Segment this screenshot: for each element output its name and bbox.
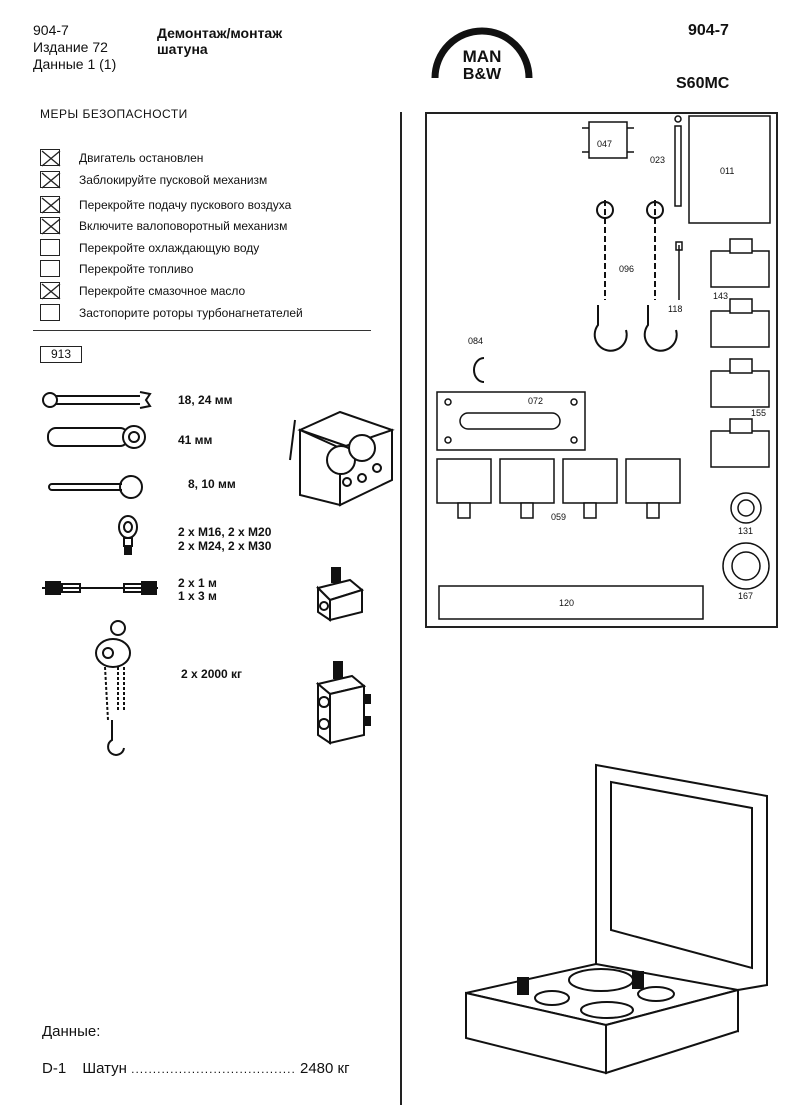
tool-case-icon	[465, 763, 768, 1075]
wrench-size: 18, 24 мм	[178, 393, 233, 407]
title-line2: шатуна	[157, 41, 208, 57]
tommy-bar-icon	[48, 475, 143, 499]
check-x-icon	[41, 283, 61, 300]
chain-hoist-icon	[95, 620, 131, 756]
safety-checkbox[interactable]	[40, 217, 61, 235]
code-155: 155	[751, 408, 767, 418]
safety-checkbox[interactable]	[40, 239, 60, 256]
safety-checkbox[interactable]	[40, 304, 60, 321]
hose-icon	[42, 581, 158, 595]
item-value: 2480 кг	[299, 1060, 350, 1077]
part-120-icon	[438, 585, 704, 620]
distributor-block-icon	[316, 567, 365, 622]
code-167: 167	[738, 591, 754, 601]
item-name: Шатун	[82, 1060, 127, 1077]
safety-title: МЕРЫ БЕЗОПАСНОСТИ	[40, 107, 188, 121]
check-x-icon	[41, 150, 61, 167]
doc-number: 904-7	[33, 22, 69, 38]
hose-length-2: 1 x 3 м	[178, 589, 217, 603]
safety-item-label: Застопорите роторы турбонагнетателей	[79, 306, 303, 320]
code-131: 131	[738, 526, 754, 536]
eye-bolt-sizes-1: 2 x M16, 2 x M20	[178, 525, 272, 539]
eye-bolt-icon	[118, 515, 138, 555]
part-084-icon	[473, 357, 485, 383]
section-divider	[33, 330, 371, 331]
ring-spanner-size: 41 мм	[178, 433, 213, 447]
part-072-icon	[436, 391, 586, 451]
eye-bolt-sizes-2: 2 x M24, 2 x M30	[178, 539, 272, 553]
safety-item-label: Перекройте охлаждающую воду	[79, 241, 260, 255]
safety-item-label: Двигатель остановлен	[79, 151, 204, 165]
safety-checkbox[interactable]	[40, 171, 61, 189]
code-047: 047	[597, 139, 613, 149]
logo-bw-text: B&W	[463, 66, 502, 83]
safety-item-label: Перекройте подачу пускового воздуха	[79, 198, 292, 212]
edition: Издание 72	[33, 39, 108, 55]
logo-man-text: MAN	[463, 47, 502, 66]
data-sheet: Данные 1 (1)	[33, 56, 117, 72]
hose-length-1: 2 x 1 м	[178, 576, 217, 590]
safety-item-label: Перекройте смазочное масло	[79, 284, 246, 298]
check-x-icon	[41, 197, 61, 214]
part-118-icon	[675, 241, 683, 300]
safety-checkbox[interactable]	[40, 260, 60, 277]
code-118: 118	[668, 304, 683, 314]
code-096: 096	[619, 264, 635, 274]
engine-type: S60MC	[676, 75, 730, 92]
part-131-167-icons	[722, 492, 770, 590]
title-line1: Демонтаж/монтаж	[157, 25, 283, 41]
tool-board	[425, 112, 778, 628]
code-143: 143	[713, 291, 729, 301]
hoist-capacity: 2 x 2000 кг	[181, 667, 243, 681]
doc-number-right: 904-7	[688, 22, 729, 39]
data-label: Данные:	[42, 1023, 101, 1040]
safety-item-label: Заблокируйте пусковой механизм	[79, 173, 268, 187]
safety-checkbox[interactable]	[40, 196, 61, 214]
double-distributor-block-icon	[315, 661, 371, 745]
data-row: D-1 Шатун ..............................…	[42, 1060, 350, 1077]
part-011-icon	[688, 115, 771, 224]
ring-spanner-icon	[47, 425, 146, 449]
part-096-icon	[593, 200, 678, 352]
part-059-icon	[436, 458, 681, 519]
safety-checkbox[interactable]	[40, 282, 61, 300]
code-072: 072	[528, 396, 544, 406]
tommy-bar-size: 8, 10 мм	[188, 477, 236, 491]
check-x-icon	[41, 218, 61, 235]
combination-wrench-icon	[42, 391, 152, 409]
toolbox-code: 913	[40, 346, 82, 363]
code-120: 120	[559, 598, 575, 608]
safety-item-label: Включите валоповоротный механизм	[79, 219, 288, 233]
code-011: 011	[720, 166, 735, 176]
dot-leader: ......................................	[131, 1062, 296, 1076]
safety-checkbox[interactable]	[40, 149, 61, 167]
check-x-icon	[41, 172, 61, 189]
hydraulic-pump-icon	[289, 410, 395, 507]
part-023-icon	[674, 115, 682, 207]
vertical-divider	[400, 112, 402, 1105]
part-143-155-icons	[710, 238, 770, 468]
item-code: D-1	[42, 1060, 67, 1077]
code-059: 059	[551, 512, 567, 522]
man-bw-logo: MAN B&W	[427, 22, 537, 88]
part-047-icon	[582, 121, 634, 159]
code-084: 084	[468, 336, 484, 346]
code-023: 023	[650, 155, 666, 165]
safety-item-label: Перекройте топливо	[79, 262, 194, 276]
